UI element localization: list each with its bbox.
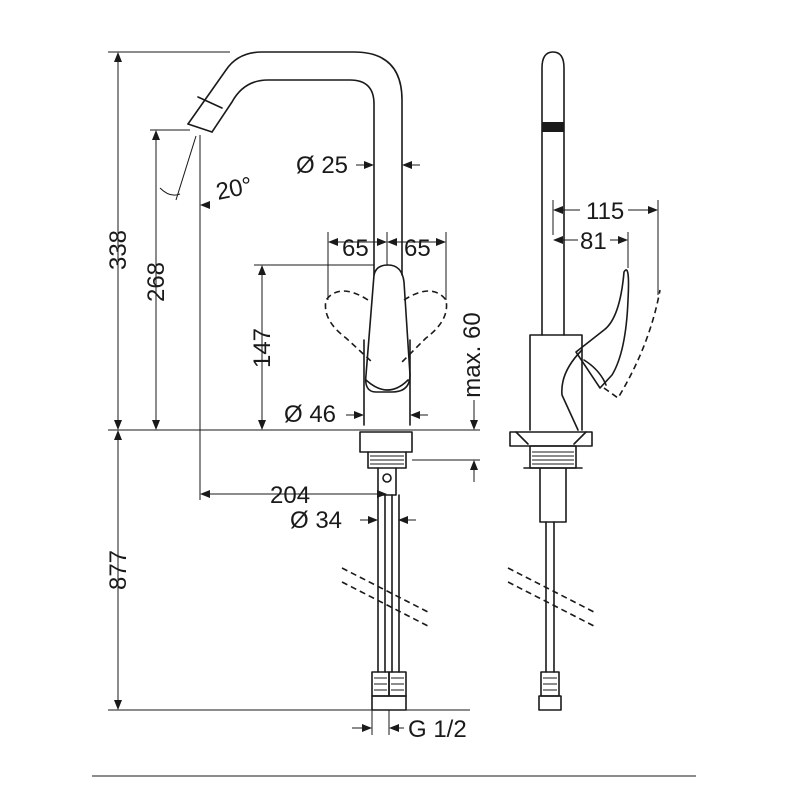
dim-dia-34: Ø 34 — [290, 507, 342, 534]
side-aerator — [542, 122, 564, 132]
angle-line — [175, 135, 197, 201]
dim-thread: G 1/2 — [408, 716, 467, 743]
fitting-knurl — [374, 677, 404, 691]
angle-arc — [159, 187, 181, 196]
dim-handle-left: 65 — [342, 235, 369, 262]
dim-268: 268 — [143, 262, 170, 302]
dim-reach: 204 — [270, 482, 310, 509]
spout-outer — [187, 51, 403, 276]
side-handle — [575, 269, 630, 389]
dim-handle-right: 65 — [404, 235, 431, 262]
dim-338: 338 — [105, 230, 132, 270]
handle-lever — [364, 264, 411, 393]
spout-tip-ring — [197, 96, 223, 109]
handle-swing-right — [401, 290, 448, 363]
side-break-1 — [507, 567, 595, 613]
break-mark-1 — [341, 567, 429, 613]
side-handle-swing — [603, 289, 661, 400]
dim-side-handle: 81 — [580, 228, 607, 255]
dim-max-60: max. 60 — [459, 312, 486, 397]
side-view — [507, 51, 661, 711]
base-thread — [370, 455, 404, 465]
bolt-head — [382, 473, 392, 483]
handle-swing-left — [324, 290, 373, 363]
dim-877: 877 — [105, 550, 132, 590]
base-plate — [359, 431, 413, 453]
handle-lower — [363, 339, 411, 426]
dim-side-reach: 115 — [586, 198, 624, 225]
side-fitting-end — [538, 695, 562, 711]
fitting-ends — [371, 695, 407, 711]
spout-tip — [187, 123, 213, 133]
front-view — [187, 51, 448, 711]
side-base-bevel — [515, 431, 587, 445]
dim-dia-46: Ø 46 — [284, 401, 336, 428]
break-mark-2 — [341, 581, 429, 627]
side-break-2 — [507, 581, 595, 627]
hose-left — [377, 494, 386, 673]
side-body — [529, 334, 583, 431]
side-spout — [541, 51, 565, 336]
side-body-curve — [561, 349, 583, 431]
side-base-nut — [529, 445, 577, 469]
handle-curve — [365, 379, 409, 391]
base-nut — [377, 467, 397, 496]
dim-147: 147 — [249, 328, 276, 368]
side-shank — [523, 467, 583, 523]
hose-right — [391, 494, 400, 673]
dim-dia-25: Ø 25 — [296, 152, 348, 179]
base-mount — [367, 451, 407, 469]
front-dimensions: 338 268 147 877 20° Ø 25 65 65 Ø 46 — [105, 51, 486, 743]
side-thread — [532, 451, 574, 465]
dim-angle: 20° — [214, 172, 255, 206]
side-dimensions: 115 81 — [552, 198, 659, 295]
side-hose — [545, 521, 555, 673]
spout-inner — [211, 79, 375, 276]
side-handle-inner — [583, 359, 607, 386]
